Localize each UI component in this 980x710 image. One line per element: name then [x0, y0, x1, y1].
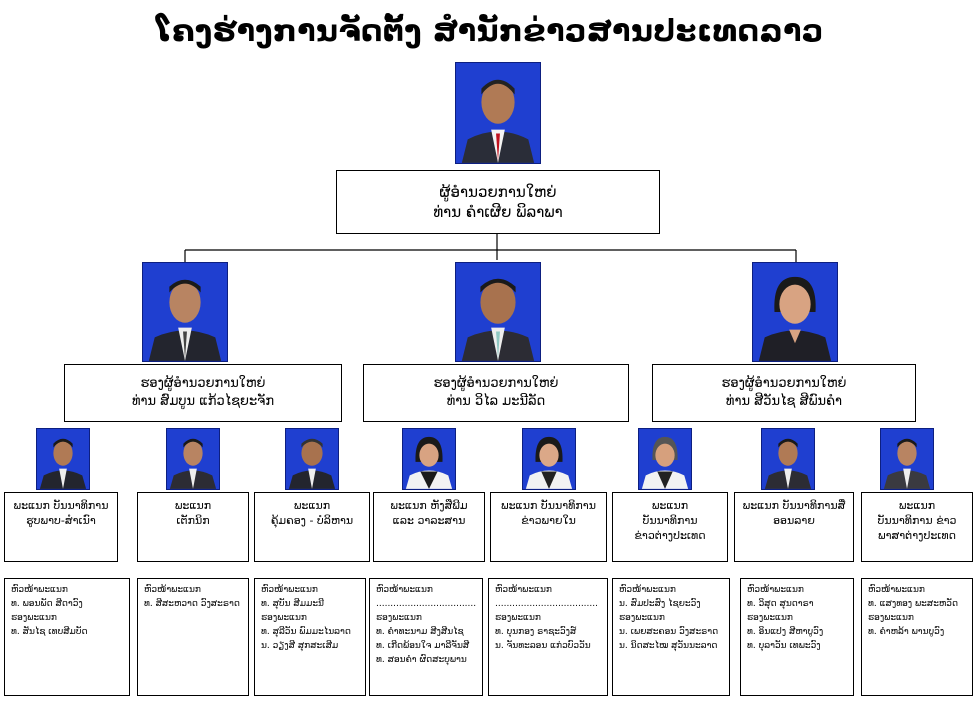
staff-line: ຮອງພະແນກ: [619, 612, 665, 623]
staff-line: ຮອງພະແນກ: [868, 612, 914, 623]
dept-box-7: ພະແນກ ບັນນາທິການສື່ ອອນລາຍ: [734, 492, 854, 562]
staff-line: ທ. ບຸລາວັນ ເທພະວົງ: [747, 640, 821, 651]
dept-label: ພະແນກ: [651, 499, 689, 512]
dept-box-3: ພະແນກ ຄຸ້ມຄອງ - ບໍລິຫານ: [254, 492, 370, 562]
staff-line: ທ. ບຸນກອງ ຣາຊະວົງສ໌: [495, 626, 577, 637]
staff-line: ຮອງພະແນກ: [747, 612, 793, 623]
staff-line: ທ. ສຸບັນ ສີມມະນີ: [261, 598, 324, 609]
staff-box-3: ຫົວໜ້າພະແນກ ທ. ສຸບັນ ສີມມະນີ ຮອງພະແນກ ທ.…: [254, 578, 366, 696]
staff-line: ຮອງພະແນກ: [495, 612, 541, 623]
staff-line: ທ. ຄຳຫລ້າ ພານບູວົງ: [868, 626, 945, 637]
deputy-box-2: ຮອງຜູ້ອຳນວຍການໃຫຍ່ ທ່ານ ວິໄລ ມະນີລັດ: [363, 364, 629, 422]
staff-line: ຫົວໜ້າພະແນກ: [144, 585, 201, 595]
staff-line: ຫົວໜ້າພະແນກ: [619, 585, 676, 595]
dept-box-4: ພະແນກ ຫັງສືພີມ ແລະ ວາລະສານ: [373, 492, 485, 562]
staff-line: ຮອງພະແນກ: [11, 612, 57, 623]
dept-box-1: ພະແນກ ບັນນາທິການ ຮູບພາບ-ສຳເນົາ: [4, 492, 118, 562]
dept-box-2: ພະແນກ ເຕັກນິກ: [137, 492, 249, 562]
staff-line: ທ. ພອນພັດ ສີດາວົງ: [11, 598, 83, 609]
dept-label: ພະແນກ: [293, 499, 331, 512]
staff-line: ທ. ສຸລີວັນ ພົມມະໄນລາດ: [261, 626, 351, 637]
dept-label: ພະແນກ ບັນນາທິການສື່: [742, 499, 846, 512]
staff-line: ທ. ແສງທອງ ພະສະຫວັດ: [868, 598, 958, 609]
staff-line: ຮອງພະແນກ: [376, 612, 422, 623]
deputy-title: ຮອງຜູ້ອຳນວຍການໃຫຍ່: [433, 376, 559, 392]
dept-label: ເຕັກນິກ: [176, 513, 210, 527]
staff-box-5: ຫົວໜ້າພະແນກ ............................…: [488, 578, 608, 696]
deputy-name: ທ່ານ ສົມບູນ ແກ້ວໄຊຍະຈັກ: [131, 394, 275, 409]
dept-photo-2: [166, 428, 220, 490]
staff-line: ທ. ຄຳທະນາມ ສີງສີນໄຊ: [376, 626, 464, 637]
dept-box-8: ພະແນກ ບັນນາທິການ ຂ່າວ ພາສາຕ່າງປະເທດ: [861, 492, 973, 562]
staff-line: ຫົວໜ້າພະແນກ: [747, 585, 804, 595]
director-box: ຜູ້ອຳນວຍການໃຫຍ່ ທ່ານ ຄຳເຜີຍ ພິລາພາ: [336, 170, 660, 234]
staff-line: ຫົວໜ້າພະແນກ: [261, 585, 318, 595]
staff-line: ຫົວໜ້າພະແນກ: [868, 585, 925, 595]
dept-label: ຂ່າວພາຍໃນ: [521, 513, 576, 527]
deputy-photo-3: [752, 262, 838, 362]
dept-label: ພະແນກ: [174, 499, 212, 512]
dept-box-5: ພະແນກ ບັນນາທິການ ຂ່າວພາຍໃນ: [490, 492, 607, 562]
staff-box-7: ຫົວໜ້າພະແນກ ທ. ວິສຸດ ສຸນດາຣາ ຮອງພະແນກ ທ.…: [740, 578, 854, 696]
director-photo: [455, 62, 541, 164]
dept-photo-4: [402, 428, 456, 490]
director-name: ທ່ານ ຄຳເຜີຍ ພິລາພາ: [433, 203, 563, 221]
staff-line: ນ. ຈັນທະລອນ ແກ່ວບົວວັນ: [495, 640, 591, 651]
dept-photo-8: [880, 428, 934, 490]
deputy-name: ທ່ານ ວິໄລ ມະນີລັດ: [446, 394, 546, 409]
deputy-name: ທ່ານ ສີວັນໄຊ ສີພົນຄຳ: [725, 394, 843, 409]
dept-label: ພະແນກ ບັນນາທິການ: [501, 499, 596, 512]
dept-label: ພາສາຕ່າງປະເທດ: [878, 528, 956, 542]
dept-photo-6: [638, 428, 692, 490]
staff-box-6: ຫົວໜ້າພະແນກ ນ. ສົມປະສົງ ໄຊຍະວົງ ຮອງພະແນກ…: [612, 578, 730, 696]
staff-line: ທ. ອິນແປງ ສີຫາບູວົງ: [747, 626, 824, 637]
staff-line: ທ. ວິສຸດ ສຸນດາຣາ: [747, 598, 814, 609]
dept-photo-5: [522, 428, 576, 490]
dept-label: ຄຸ້ມຄອງ - ບໍລິຫານ: [270, 513, 354, 527]
deputy-title: ຮອງຜູ້ອຳນວຍການໃຫຍ່: [140, 376, 266, 392]
dept-label: ພະແນກ ຫັງສືພີມ: [390, 499, 468, 512]
staff-box-2: ຫົວໜ້າພະແນກ ທ. ສີສະຫວາດ ວົງສະຣາດ: [137, 578, 249, 696]
dept-photo-3: [285, 428, 339, 490]
staff-line: ຫົວໜ້າພະແນກ: [11, 585, 68, 595]
deputy-box-3: ຮອງຜູ້ອຳນວຍການໃຫຍ່ ທ່ານ ສີວັນໄຊ ສີພົນຄຳ: [652, 364, 916, 422]
staff-line: ....................................: [495, 598, 598, 609]
staff-line: ນ. ເພຍສະຄອນ ວົງສະຣາດ: [619, 626, 719, 637]
staff-line: ....................................: [376, 598, 476, 609]
staff-line: ຫົວໜ້າພະແນກ: [376, 585, 433, 595]
dept-label: ບັນນາທິການ ຂ່າວ: [877, 513, 957, 527]
dept-label: ຂ່າວຕ່າງປະເທດ: [634, 528, 706, 542]
staff-line: ນ. ວຽງສີ ສຸກສະເສີມ: [261, 640, 339, 651]
dept-label: ບັນນາທິການ: [642, 513, 698, 527]
deputy-title: ຮອງຜູ້ອຳນວຍການໃຫຍ່: [721, 376, 847, 392]
staff-line: ທ. ເກີດພ້ອນໃຈ ມາລີຈັນສີ: [376, 640, 470, 651]
page-title: ໂຄງຮ່າງການຈັດຕັ້ງ ສຳນັກຂ່າວສານປະເທດລາວ: [156, 14, 824, 49]
staff-box-4: ຫົວໜ້າພະແນກ ............................…: [369, 578, 483, 696]
dept-box-6: ພະແນກ ບັນນາທິການ ຂ່າວຕ່າງປະເທດ: [612, 492, 728, 562]
staff-line: ທ. ສີສະຫວາດ ວົງສະຣາດ: [144, 598, 240, 609]
dept-label: ອອນລາຍ: [773, 513, 815, 527]
staff-line: ຫົວໜ້າພະແນກ: [495, 585, 552, 595]
staff-line: ນ. ສົມປະສົງ ໄຊຍະວົງ: [619, 598, 701, 609]
dept-photo-7: [761, 428, 815, 490]
dept-label: ຮູບພາບ-ສຳເນົາ: [26, 513, 96, 527]
director-title: ຜູ້ອຳນວຍການໃຫຍ່: [439, 182, 557, 201]
staff-line: ທ. ສອນຄຳ ຜົດສະບຸພານ: [376, 654, 467, 665]
dept-photo-1: [36, 428, 90, 490]
staff-box-8: ຫົວໜ້າພະແນກ ທ. ແສງທອງ ພະສະຫວັດ ຮອງພະແນກ …: [861, 578, 973, 696]
dept-label: ພະແນກ ບັນນາທິການ: [13, 499, 109, 512]
deputy-box-1: ຮອງຜູ້ອຳນວຍການໃຫຍ່ ທ່ານ ສົມບູນ ແກ້ວໄຊຍະຈ…: [64, 364, 342, 422]
deputy-photo-2: [455, 262, 541, 362]
staff-box-1: ຫົວໜ້າພະແນກ ທ. ພອນພັດ ສີດາວົງ ຮອງພະແນກ ທ…: [4, 578, 130, 696]
dept-label: ພະແນກ: [898, 499, 936, 512]
staff-line: ນ. ນິດສະໄໝ ສຸວັນນະລາດ: [619, 640, 718, 651]
staff-line: ຮອງພະແນກ: [261, 612, 307, 623]
deputy-photo-1: [142, 262, 228, 362]
staff-line: ທ. ສັນໄຊ ເທບສີມບັດ: [11, 626, 88, 637]
dept-label: ແລະ ວາລະສານ: [392, 513, 466, 527]
